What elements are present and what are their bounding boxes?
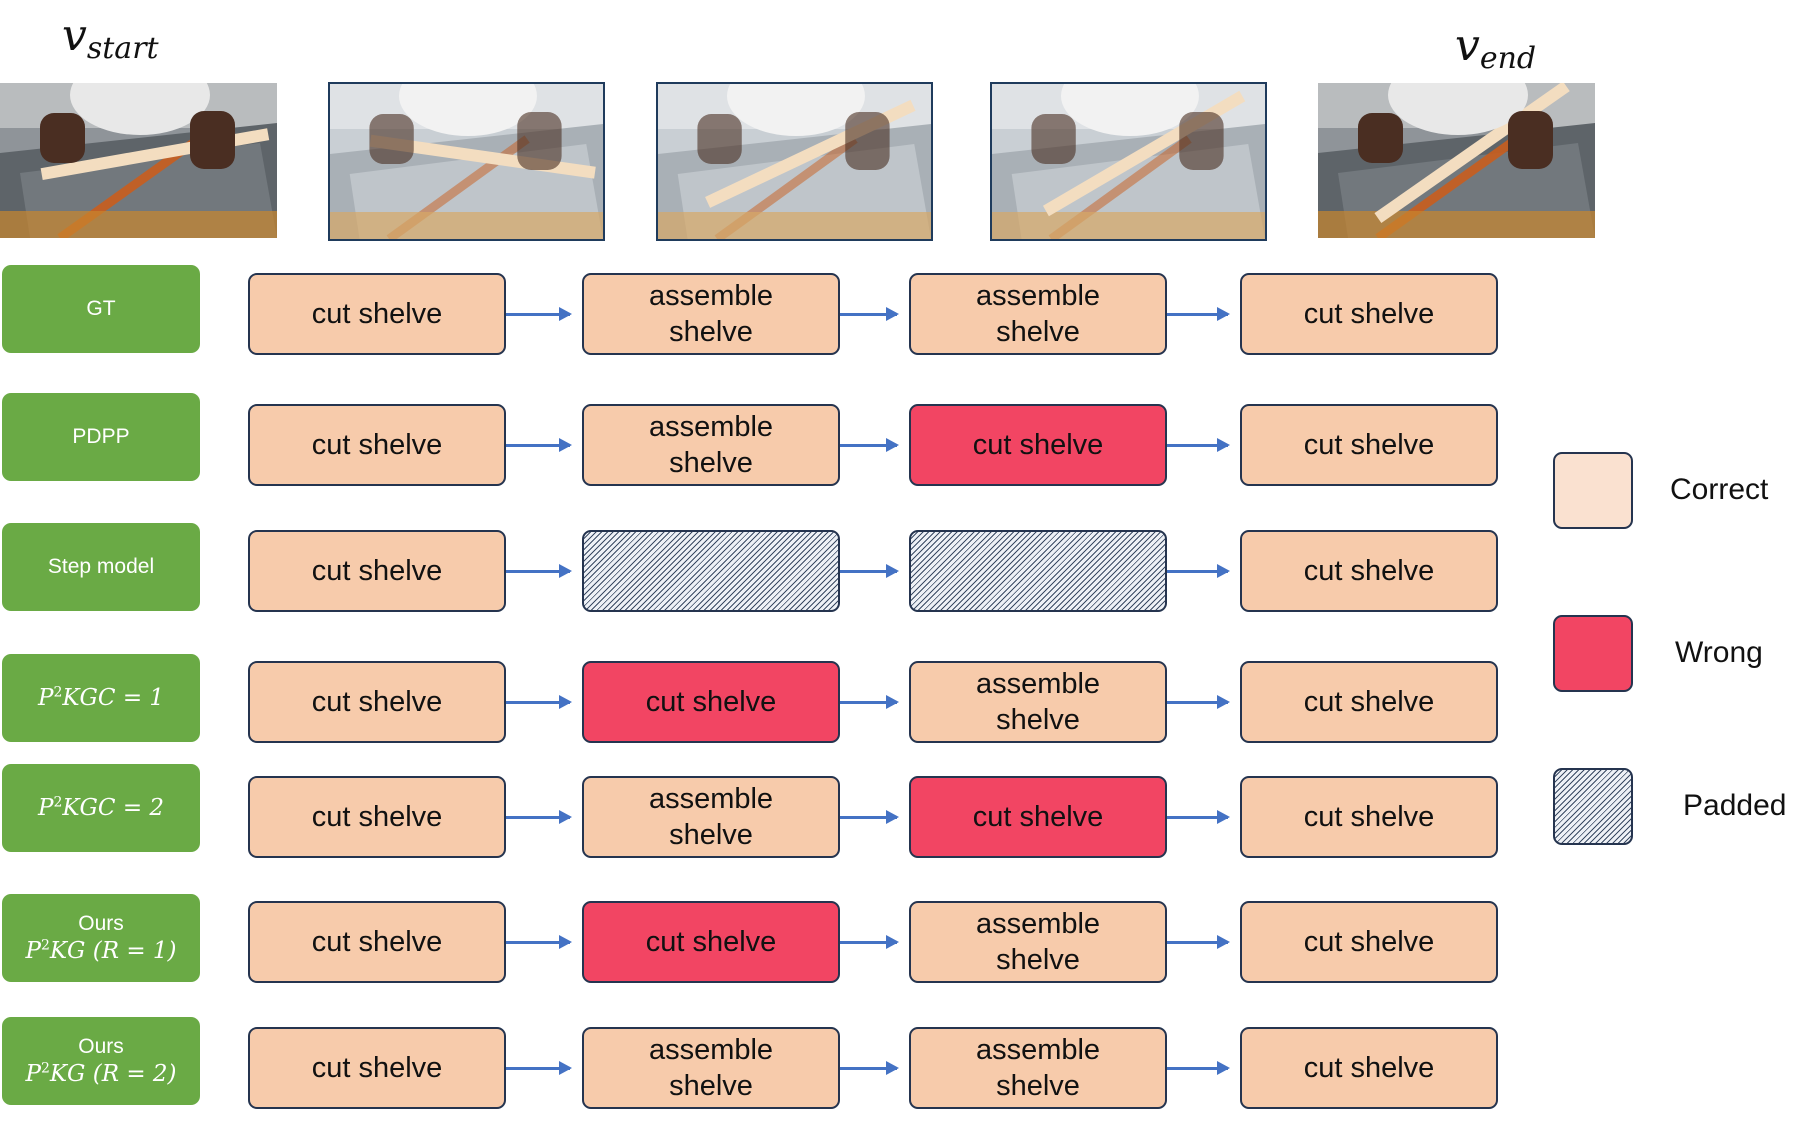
legend-label-padded: Padded (1683, 789, 1787, 822)
formula-base: P (25, 1060, 41, 1087)
arrow-connector (506, 695, 572, 709)
step-box: cut shelve (248, 776, 506, 858)
arrow-connector (840, 810, 899, 824)
row-label-text: GT (86, 296, 116, 320)
arrow-connector (840, 564, 899, 578)
arrow-connector (1167, 695, 1230, 709)
v-start-label: vstart (62, 14, 159, 64)
arrow-connector (506, 438, 572, 452)
v-end-subscript: end (1479, 41, 1537, 76)
step-box: assemble shelve (909, 273, 1167, 355)
arrow-connector (1167, 438, 1230, 452)
row-label-formula: P2KGC = 2 (38, 794, 164, 823)
step-box: cut shelve (1240, 273, 1498, 355)
step-box: assemble shelve (909, 661, 1167, 743)
step-box: assemble shelve (582, 273, 840, 355)
formula-base: P (25, 937, 41, 964)
step-box: assemble shelve (909, 1027, 1167, 1109)
step-box: cut shelve (582, 661, 840, 743)
row-label: GT (2, 265, 200, 353)
row-label: P2KGC = 2 (2, 764, 200, 852)
arrow-connector (506, 810, 572, 824)
arrow-connector (1167, 564, 1230, 578)
arrow-connector (1167, 1061, 1230, 1075)
step-box: cut shelve (1240, 530, 1498, 612)
step-box: cut shelve (248, 901, 506, 983)
arrow-connector (506, 564, 572, 578)
row-label: Step model (2, 523, 200, 611)
formula-rest: KGC = 2 (62, 794, 165, 821)
formula-superscript: 2 (40, 1060, 50, 1077)
step-box: cut shelve (248, 1027, 506, 1109)
formula-superscript: 2 (53, 793, 63, 810)
row-label: PDPP (2, 393, 200, 481)
step-box: cut shelve (1240, 661, 1498, 743)
row-label-formula: P2KG (R = 1) (25, 937, 176, 966)
v-end-label: vend (1455, 24, 1536, 74)
formula-rest: KGC = 1 (62, 684, 165, 711)
formula-rest: KG (R = 2) (49, 1060, 177, 1087)
step-box: cut shelve (1240, 901, 1498, 983)
video-frame-5 (1318, 83, 1595, 238)
row-label: P2KGC = 1 (2, 654, 200, 742)
arrow-connector (506, 935, 572, 949)
step-box: cut shelve (248, 404, 506, 486)
step-box: cut shelve (248, 530, 506, 612)
step-box: assemble shelve (582, 776, 840, 858)
legend-swatch-wrong (1553, 615, 1633, 692)
row-label-formula: P2KGC = 1 (38, 684, 164, 713)
v-start-subscript: start (86, 31, 159, 66)
step-box: cut shelve (248, 661, 506, 743)
v-end-base: v (1455, 20, 1480, 71)
row-label-text: Ours (78, 1034, 124, 1058)
legend-swatch-padded (1553, 768, 1633, 845)
row-label-text: Step model (47, 554, 155, 578)
legend-label-correct: Correct (1670, 473, 1769, 506)
formula-base: P (37, 794, 54, 821)
arrow-connector (1167, 810, 1230, 824)
padded-step-box (909, 530, 1167, 612)
step-box: cut shelve (582, 901, 840, 983)
row-label-text: PDPP (72, 424, 130, 448)
legend-swatch-correct (1553, 452, 1633, 529)
formula-base: P (37, 684, 54, 711)
video-frame-2 (328, 82, 605, 241)
arrow-connector (1167, 307, 1230, 321)
step-box: assemble shelve (909, 901, 1167, 983)
step-box: cut shelve (1240, 776, 1498, 858)
arrow-connector (506, 307, 572, 321)
arrow-connector (1167, 935, 1230, 949)
row-label-formula: P2KG (R = 2) (25, 1060, 176, 1089)
video-frame-1 (0, 83, 277, 238)
row-label-text: Ours (78, 911, 124, 935)
step-box: assemble shelve (582, 1027, 840, 1109)
step-box: cut shelve (1240, 404, 1498, 486)
step-box: cut shelve (1240, 1027, 1498, 1109)
legend-label-wrong: Wrong (1675, 636, 1763, 669)
step-box: cut shelve (248, 273, 506, 355)
arrow-connector (840, 307, 899, 321)
video-frame-4 (990, 82, 1267, 241)
formula-superscript: 2 (53, 683, 63, 700)
arrow-connector (840, 1061, 899, 1075)
arrow-connector (840, 438, 899, 452)
formula-superscript: 2 (40, 937, 50, 954)
step-box: assemble shelve (582, 404, 840, 486)
v-start-base: v (62, 10, 87, 61)
arrow-connector (840, 695, 899, 709)
step-box: cut shelve (909, 404, 1167, 486)
step-box: cut shelve (909, 776, 1167, 858)
video-frame-3 (656, 82, 933, 241)
arrow-connector (840, 935, 899, 949)
arrow-connector (506, 1061, 572, 1075)
padded-step-box (582, 530, 840, 612)
formula-rest: KG (R = 1) (49, 937, 177, 964)
